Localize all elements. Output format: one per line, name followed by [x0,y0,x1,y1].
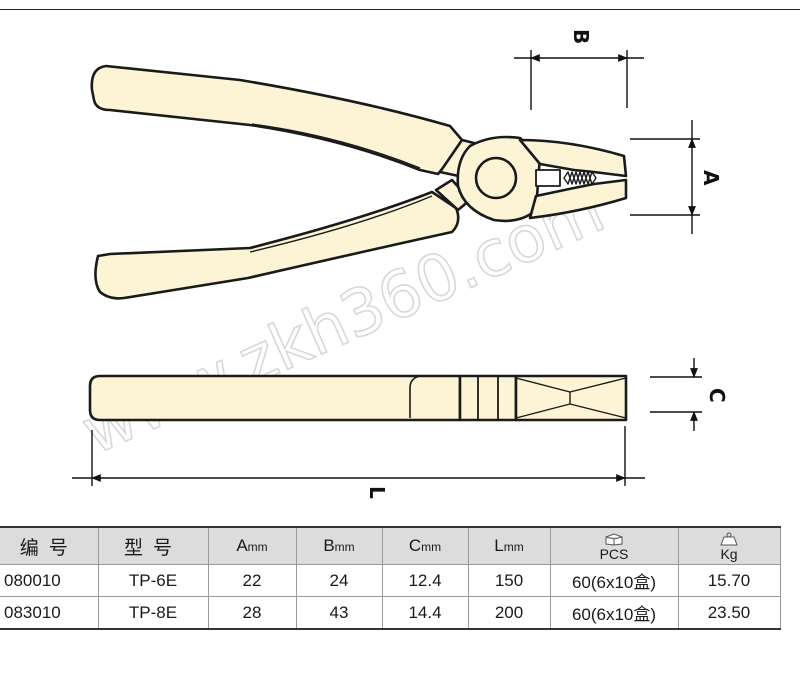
pliers-top-view [90,64,628,300]
dimension-c-label: C [705,388,729,403]
cell-a: 28 [208,596,297,630]
pivot-rivet [474,156,518,200]
cell-kg: 23.50 [678,596,781,630]
header-c-letter: C [408,536,422,555]
cell-model: TP-6E [98,564,209,597]
cell-c: 12.4 [382,564,469,597]
cell-pcs: 60(6x10盒) [550,596,679,630]
header-a: Amm [208,526,297,565]
cell-model: TP-8E [98,596,209,630]
header-model: 型号 [98,526,209,565]
cell-c: 14.4 [382,596,469,630]
header-b: Bmm [296,526,383,565]
table-header-row: 编号 型号 Amm Bmm Cmm Lmm PCS Kg [0,526,781,565]
header-b-letter: B [323,536,335,555]
pliers-side-view [88,374,628,422]
upper-jaw [518,138,628,178]
header-b-unit: mm [334,540,355,554]
side-handle [88,374,462,422]
header-kg: Kg [678,526,781,565]
header-a-letter: A [236,536,248,555]
cell-pcs: 60(6x10盒) [550,564,679,597]
dimension-b-label: B [569,29,593,44]
cell-a: 22 [208,564,297,597]
dimension-a [630,120,700,234]
header-c: Cmm [382,526,469,565]
header-a-unit: mm [247,540,268,554]
cell-b: 43 [296,596,383,630]
header-code: 编号 [0,526,99,565]
header-l-unit: mm [503,540,524,554]
cell-code: 080010 [0,564,99,597]
header-pcs: PCS [550,526,679,565]
dimension-l-label: L [365,486,389,499]
dimension-b [514,50,644,110]
pliers-diagram: www.zkh360.com B [71,29,729,499]
header-l-letter: L [494,536,504,555]
table-row: 083010 TP-8E 28 43 14.4 200 60(6x10盒) 23… [0,596,781,630]
lower-jaw [528,178,628,220]
top-rule [0,9,800,10]
spec-table: 编号 型号 Amm Bmm Cmm Lmm PCS Kg 080010 [0,526,781,630]
weight-icon [720,532,738,545]
dimension-a-label: A [699,170,723,186]
cell-kg: 15.70 [678,564,781,597]
dimension-c [650,358,702,431]
side-jaw [514,374,628,422]
cell-l: 200 [468,596,551,630]
upper-handle [90,64,464,176]
header-l: Lmm [468,526,551,565]
table-row: 080010 TP-6E 22 24 12.4 150 60(6x10盒) 15… [0,564,781,597]
cell-l: 150 [468,564,551,597]
cell-b: 24 [296,564,383,597]
side-pivot [458,374,518,422]
header-kg-label: Kg [720,545,738,562]
header-pcs-label: PCS [599,545,629,562]
cell-code: 083010 [0,596,99,630]
header-c-unit: mm [421,540,442,554]
dimension-l [72,426,645,486]
box-icon [605,532,623,546]
